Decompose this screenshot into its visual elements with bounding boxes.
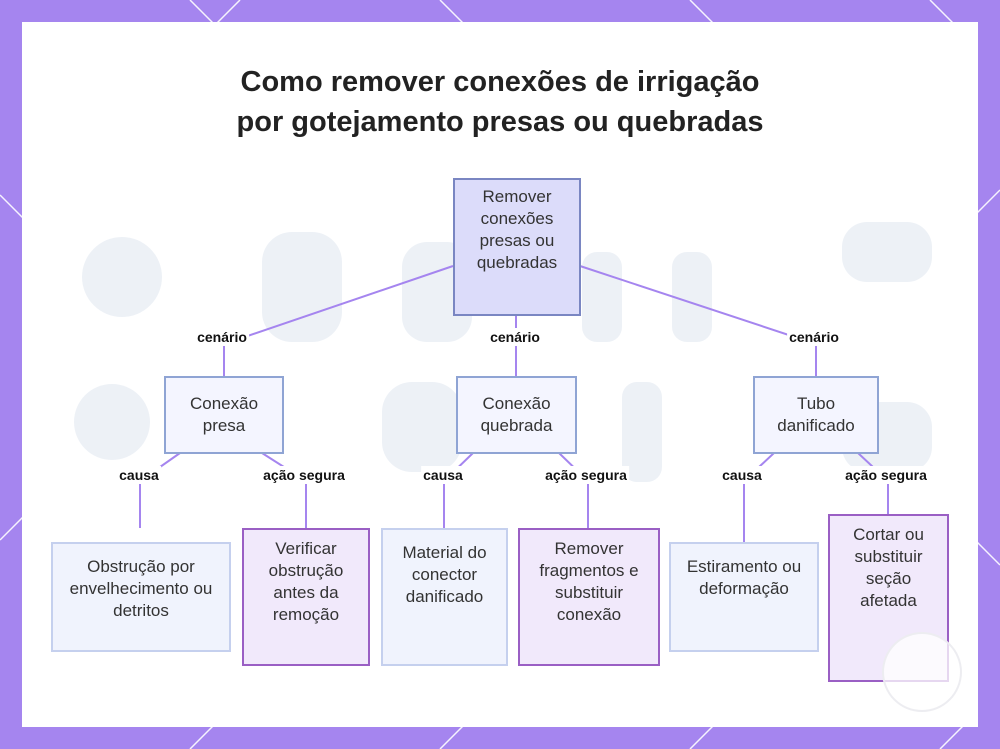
edge-label-acao-2: ação segura [543,466,629,484]
root-node: Remover conexões presas ou quebradas [453,178,581,316]
cause-3-text: Estiramento ou deformação [686,557,802,598]
scenario-node-1: Conexão presa [164,376,284,454]
scenario-1-label: Conexão presa [189,394,259,435]
edge-root-scenario-3 [579,265,817,376]
diagram-title: Como remover conexões de irrigação por g… [22,62,978,142]
cause-node-3: Estiramento ou deformação [669,542,819,652]
action-3-text: Cortar ou substituir seção afetada [853,525,924,610]
scenario-node-2: Conexão quebrada [456,376,577,454]
scenario-3-label: Tubo danificado [777,394,855,435]
scenario-2-label: Conexão quebrada [480,394,553,435]
edge-s2-cause [443,452,474,528]
blurred-background-image [74,222,932,482]
edge-s1-action [261,452,307,528]
action-node-1: Verificar obstrução antes da remoção [242,528,370,666]
edge-label-cenario-2: cenário [488,328,542,346]
root-node-label: Remover conexões presas ou quebradas [476,187,558,272]
title-line-1: Como remover conexões de irrigação [240,66,760,98]
title-line-2: por gotejamento presas ou quebradas [236,106,764,138]
edge-label-acao-1: ação segura [261,466,347,484]
action-2-text: Remover fragmentos e substituir conexão [539,539,639,624]
cause-2-text: Material do conector danificado [402,543,487,606]
action-node-2: Remover fragmentos e substituir conexão [518,528,660,666]
edge-label-acao-3: ação segura [843,466,929,484]
action-1-text: Verificar obstrução antes da remoção [268,539,344,624]
scenario-node-3: Tubo danificado [753,376,879,454]
edge-label-cenario-3: cenário [787,328,841,346]
cause-node-1: Obstrução por envelhecimento ou detritos [51,542,231,652]
edge-label-causa-3: causa [720,466,764,484]
cause-1-text: Obstrução por envelhecimento ou detritos [69,557,213,620]
edge-label-causa-2: causa [421,466,465,484]
edge-root-scenario-1 [223,265,454,376]
edge-label-causa-1: causa [117,466,161,484]
corner-badge [882,632,962,712]
cause-node-2: Material do conector danificado [381,528,508,666]
edge-s1-cause [139,452,181,528]
edge-label-cenario-1: cenário [195,328,249,346]
edge-s2-action [558,452,589,528]
diagram-card: Como remover conexões de irrigação por g… [22,22,978,727]
